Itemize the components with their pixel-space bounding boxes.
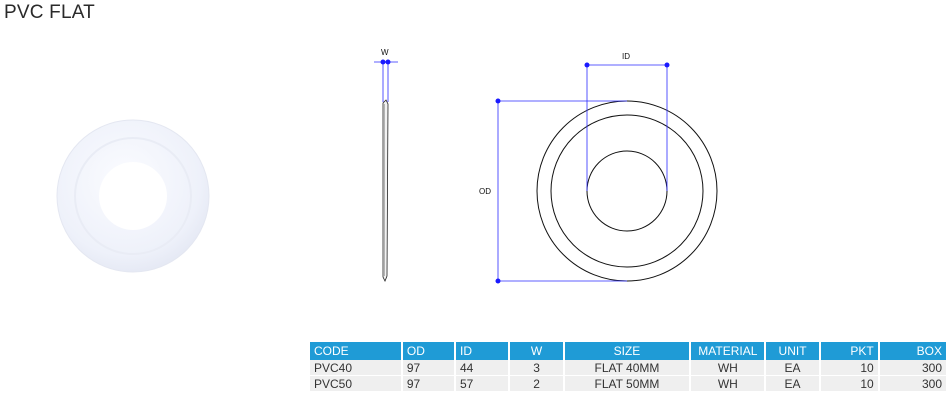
page-title: PVC FLAT xyxy=(4,2,95,23)
width-label: W xyxy=(381,48,389,57)
outer-diameter-dimension: OD xyxy=(479,98,627,284)
inner-diameter-dimension: ID xyxy=(584,52,670,191)
cell-box: 300 xyxy=(878,360,946,376)
column-header-unit: UNIT xyxy=(765,342,821,360)
middle-circle xyxy=(550,114,704,268)
width-dimension: W xyxy=(374,48,398,102)
gasket-photo-inner-edge xyxy=(74,137,192,255)
cell-w: 3 xyxy=(509,360,565,376)
column-header-od: OD xyxy=(401,342,457,360)
cell-size: FLAT 50MM xyxy=(563,375,692,392)
cell-box: 300 xyxy=(878,375,946,392)
cell-od: 97 xyxy=(401,360,457,376)
outer-circle xyxy=(536,100,718,282)
column-header-size: SIZE xyxy=(563,342,692,360)
column-header-id: ID xyxy=(455,342,511,360)
cell-id: 57 xyxy=(455,375,511,392)
table-header-row: CODE OD ID W SIZE MATERIAL UNIT PKT BOX xyxy=(310,342,946,360)
cell-pkt: 10 xyxy=(819,360,880,376)
gasket-photo xyxy=(56,119,210,273)
cell-w: 2 xyxy=(509,375,565,392)
outer-diameter-label: OD xyxy=(479,187,491,196)
column-header-w: W xyxy=(509,342,565,360)
cell-pkt: 10 xyxy=(819,375,880,392)
cell-material: WH xyxy=(690,375,767,392)
cell-size: FLAT 40MM xyxy=(563,360,692,376)
cell-unit: EA xyxy=(765,360,821,376)
front-view xyxy=(536,100,718,282)
cell-code: PVC50 xyxy=(310,375,403,392)
side-profile-view xyxy=(382,99,389,282)
column-header-material: MATERIAL xyxy=(690,342,767,360)
technical-drawing: W ID OD xyxy=(374,48,718,284)
column-header-code: CODE xyxy=(310,342,403,360)
cell-material: WH xyxy=(690,360,767,376)
cell-code: PVC40 xyxy=(310,360,403,376)
table-row: PVC40 97 44 3 FLAT 40MM WH EA 10 300 xyxy=(310,360,946,376)
cell-id: 44 xyxy=(455,360,511,376)
table-row: PVC50 97 57 2 FLAT 50MM WH EA 10 300 xyxy=(310,375,946,392)
inner-circle xyxy=(586,150,668,232)
cell-od: 97 xyxy=(401,375,457,392)
gasket-photo-ring xyxy=(56,119,210,273)
column-header-pkt: PKT xyxy=(819,342,880,360)
cell-unit: EA xyxy=(765,375,821,392)
column-header-box: BOX xyxy=(878,342,946,360)
specification-table: CODE OD ID W SIZE MATERIAL UNIT PKT BOX … xyxy=(310,342,946,392)
inner-diameter-label: ID xyxy=(622,52,630,61)
